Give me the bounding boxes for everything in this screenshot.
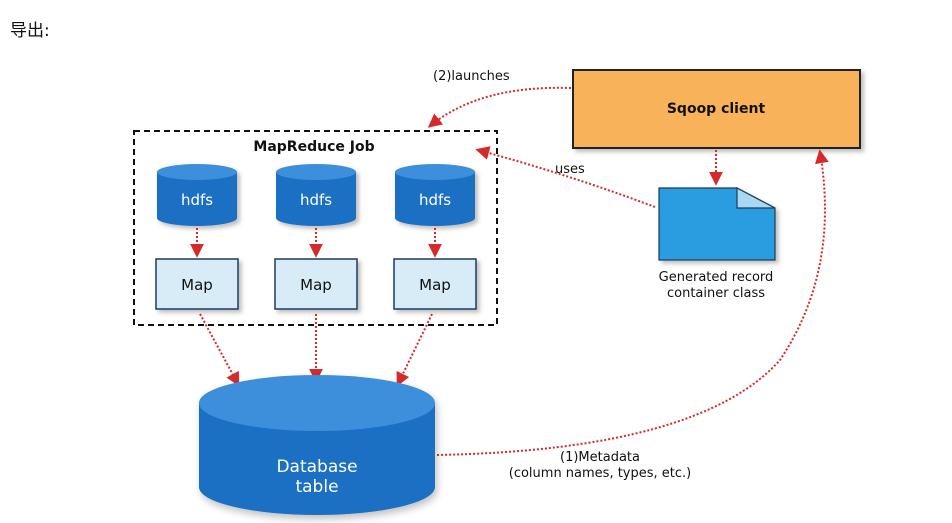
page-heading: 导出: <box>10 21 50 41</box>
launches-arrow <box>427 86 572 128</box>
metadata-arrow <box>436 149 829 456</box>
uses-arrow <box>475 146 656 208</box>
mapreduce-job-title: MapReduce Job <box>253 139 374 155</box>
map-label: Map <box>300 276 332 294</box>
map-box <box>155 258 239 310</box>
hdfs-cylinder <box>395 164 475 226</box>
hdfs-cylinder <box>276 164 356 226</box>
map-label: Map <box>419 276 451 294</box>
document-icon <box>658 187 776 261</box>
hdfs-label: hdfs <box>419 191 451 209</box>
mapreduce-job-container <box>133 130 498 326</box>
metadata-label-line2: (column names, types, etc.) <box>509 466 692 481</box>
map-box <box>393 258 477 310</box>
sqoop-client-label: Sqoop client <box>667 101 766 117</box>
map-box <box>274 258 358 310</box>
uses-label: uses <box>555 162 585 177</box>
hdfs-cylinder <box>157 164 237 226</box>
database-table-cylinder <box>199 375 435 515</box>
record-class-label-line2: container class <box>667 286 765 301</box>
sqoop-client-box <box>572 69 861 149</box>
hdfs-label: hdfs <box>300 191 332 209</box>
database-label-line1: Database <box>276 457 357 477</box>
hdfs-label: hdfs <box>181 191 213 209</box>
metadata-label-line1: (1)Metadata <box>560 450 640 465</box>
map-to-db-arrow <box>396 313 433 387</box>
database-label-line2: table <box>295 477 338 497</box>
map-to-db-arrow <box>199 313 240 387</box>
launches-label: (2)launches <box>433 69 510 84</box>
map-label: Map <box>181 276 213 294</box>
record-class-label-line1: Generated record <box>659 270 774 285</box>
